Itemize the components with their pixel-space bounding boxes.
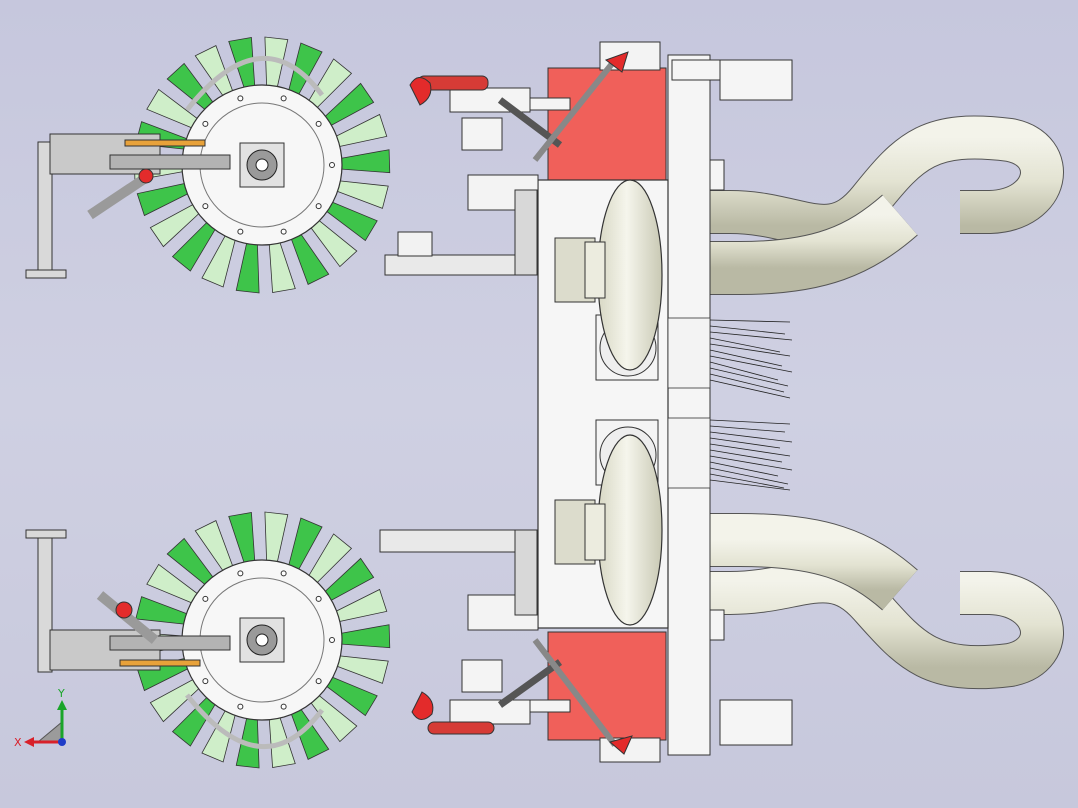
wheel-bolt	[315, 120, 322, 127]
coordinate-triad: X Y	[14, 687, 67, 749]
wheel-axle-center	[255, 158, 269, 172]
wheel-axle-center	[255, 633, 269, 647]
wheel-guard	[185, 693, 324, 749]
exhaust-duct-top[interactable]	[650, 115, 1064, 295]
arm-bottom[interactable]	[379, 529, 538, 616]
wheel-guard	[185, 56, 324, 112]
bristles-bottom	[667, 417, 793, 491]
wheel-bolt	[280, 570, 287, 577]
wheel-bolt	[202, 595, 209, 602]
arm-top[interactable]	[384, 189, 538, 276]
wheel-bolt	[280, 703, 287, 710]
wheel-bolt	[237, 570, 244, 577]
y-axis-arrowhead	[57, 700, 67, 710]
wheel-bolt	[329, 637, 335, 643]
wheel-bolt	[202, 203, 209, 210]
linkage-bottom[interactable]	[411, 638, 633, 755]
wheel-bolt	[202, 120, 209, 127]
x-axis-arrowhead	[24, 737, 34, 747]
linkage-top[interactable]	[409, 51, 629, 162]
fan-top[interactable]	[554, 179, 663, 381]
wheel-bolt	[315, 595, 322, 602]
y-axis-label: Y	[57, 687, 65, 700]
brush-wheel-top[interactable]	[133, 36, 391, 294]
wheel-bolt	[237, 95, 244, 102]
bristles-top	[667, 317, 793, 399]
red-frame-top[interactable]	[547, 41, 667, 181]
right-column[interactable]	[667, 54, 793, 756]
fan-bottom[interactable]	[554, 419, 663, 626]
exhaust-duct-bottom[interactable]	[650, 513, 1064, 690]
wheel-bolt	[280, 228, 287, 235]
z-axis-dot	[58, 738, 66, 746]
stand-top[interactable]	[25, 133, 231, 279]
brush-wheel-bottom[interactable]	[133, 511, 391, 769]
wheel-bolt	[329, 162, 335, 168]
x-axis-label: X	[14, 736, 22, 749]
wheel-bolt	[315, 203, 322, 210]
red-frame-bottom[interactable]	[547, 631, 667, 763]
wheel-bolt	[202, 678, 209, 685]
stand-bottom[interactable]	[25, 529, 231, 673]
wheel-bolt	[237, 703, 244, 710]
wheel-bolt	[315, 678, 322, 685]
wheel-bolt	[237, 228, 244, 235]
wheel-bolt	[280, 95, 287, 102]
